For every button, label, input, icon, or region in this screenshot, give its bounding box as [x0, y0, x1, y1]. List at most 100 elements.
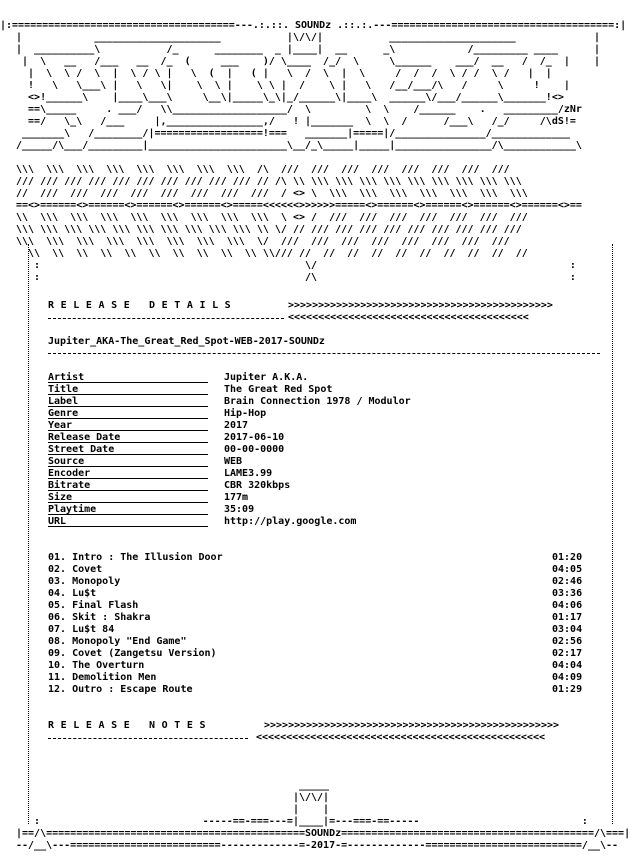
track-title: 06. Skit : Shakra: [48, 612, 151, 623]
zigzag-line: \\\ \\\ \\\ \\\ \\\ \\\ \\\ \\\ /\ /// /…: [16, 164, 510, 175]
crown-line: |\/\/|: [16, 792, 330, 803]
crown-line: | |: [16, 804, 330, 815]
track-duration: 01:20: [552, 552, 583, 563]
track-duration: 04:06: [552, 600, 583, 611]
field-value: LAME3.99: [224, 468, 273, 479]
field-label: Label: [48, 396, 208, 408]
track-title: 07. Lu$t 84: [48, 624, 115, 635]
track-title: 01. Intro : The Illusion Door: [48, 552, 223, 563]
track-title: 03. Monopoly: [48, 576, 121, 587]
crown-line: : -----==-===---=|____|=---===-==----- :: [16, 816, 588, 827]
field-label: Title: [48, 384, 208, 396]
logo-line: | _____________________ |\/\/| _________…: [16, 32, 600, 43]
track-title: 12. Outro : Escape Route: [48, 684, 193, 695]
field-label: Release Date: [48, 432, 208, 444]
logo-line: /_____/\___/_________|__________________…: [16, 140, 582, 151]
track-title: 05. Final Flash: [48, 600, 139, 611]
header-top-line: |:=====================================-…: [0, 20, 627, 31]
logo-line: | \ __ /___ __ /_ ( ___ )/ \____ /_/ \ \…: [16, 56, 600, 67]
logo-line: ! \ \___\ | \ \| \ \ | \ \ | / \ | \ /__…: [16, 80, 570, 91]
zigzag-line: /// /// /// /// /// /// /// /// /// /// …: [16, 176, 522, 187]
track-duration: 02:17: [552, 648, 583, 659]
field-leader: [48, 454, 208, 455]
field-leader: [48, 430, 208, 431]
zigzag-line: \\ \\ \\ \\ \\ \\ \\ \\ \\ \\ \\/// // /…: [16, 248, 528, 259]
footer-line: |==/\===================================…: [16, 828, 631, 839]
release-details-arrows-right: >>>>>>>>>>>>>>>>>>>>>>>>>>>>>>>>>>>>>>>>…: [288, 300, 553, 311]
field-value: 177m: [224, 492, 249, 503]
logo-line: ==\_____ . ___/ \\___________________/ \…: [16, 104, 582, 115]
track-title: 08. Monopoly "End Game": [48, 636, 187, 647]
heading-underline: [48, 318, 284, 319]
zigzag-line: // /// /// /// /// /// /// /// /// / <> …: [16, 188, 528, 199]
track-duration: 02:46: [552, 576, 583, 587]
logo-line: | \ \ / \ | \ / \ | \ ( | ( | \ / \ | \ …: [16, 68, 564, 79]
field-label: Size: [48, 492, 208, 504]
track-title: 10. The Overturn: [48, 660, 145, 671]
zigzag-line: \\\ \\\ \\\ \\\ \\\ \\\ \\\ \\\ \/ /// /…: [16, 236, 510, 247]
release-notes-arrows-right: >>>>>>>>>>>>>>>>>>>>>>>>>>>>>>>>>>>>>>>>…: [264, 720, 560, 731]
track-duration: 03:36: [552, 588, 583, 599]
release-details-arrows-left: <<<<<<<<<<<<<<<<<<<<<<<<<<<<<<<<<<<<<<<<: [288, 312, 529, 323]
field-label: Year: [48, 420, 208, 432]
footer-line: --/__\---=========================------…: [16, 840, 619, 851]
field-leader: [48, 382, 208, 383]
track-duration: 01:29: [552, 684, 583, 695]
field-leader: [48, 442, 208, 443]
track-title: 09. Covet (Zangetsu Version): [48, 648, 217, 659]
release-name: Jupiter_AKA-The_Great_Red_Spot-WEB-2017-…: [48, 336, 325, 347]
track-duration: 03:04: [552, 624, 583, 635]
logo-line: <>!______\ |____\___\ \__\|_____\_\|_/__…: [16, 92, 564, 103]
track-duration: 01:17: [552, 612, 583, 623]
release-notes-arrows-left: <<<<<<<<<<<<<<<<<<<<<<<<<<<<<<<<<<<<<<<<…: [256, 732, 545, 743]
field-value: Jupiter A.K.A.: [224, 372, 309, 383]
field-label: Encoder: [48, 468, 208, 480]
field-label: URL: [48, 516, 208, 528]
field-value: CBR 320kbps: [224, 480, 291, 491]
zigzag-line: : \/ :: [16, 260, 576, 271]
field-leader: [48, 490, 208, 491]
field-label: Artist: [48, 372, 208, 384]
field-label: Bitrate: [48, 480, 208, 492]
track-duration: 04:05: [552, 564, 583, 575]
track-title: 02. Covet: [48, 564, 103, 575]
field-leader: [48, 502, 208, 503]
field-leader: [48, 514, 208, 515]
track-duration: 02:56: [552, 636, 583, 647]
notes-underline: [48, 738, 248, 739]
right-border: [612, 244, 613, 824]
crown-line: _____: [16, 780, 330, 791]
field-label: Genre: [48, 408, 208, 420]
logo-line: ==/ \_\ /___ |,________________,/ ! |___…: [16, 116, 576, 127]
field-value: http://play.google.com: [224, 516, 357, 527]
field-value: The Great Red Spot: [224, 384, 333, 395]
field-leader: [48, 478, 208, 479]
track-title: 04. Lu$t: [48, 588, 97, 599]
zigzag-line: \\\ \\\ \\\ \\\ \\\ \\\ \\\ \\\ \\\ \\\ …: [16, 224, 522, 235]
field-leader: [48, 394, 208, 395]
zigzag-line: ==<>======<>======<>======<>======<>====…: [16, 200, 582, 211]
field-label: Playtime: [48, 504, 208, 516]
field-leader: [48, 466, 208, 467]
release-notes-heading: RELEASE NOTES: [48, 720, 213, 731]
zigzag-line: : /\ :: [16, 272, 576, 283]
field-value: 35:09: [224, 504, 255, 515]
track-title: 11. Demolition Men: [48, 672, 157, 683]
track-duration: 04:09: [552, 672, 583, 683]
field-value: Hip-Hop: [224, 408, 267, 419]
zigzag-line: \\ \\\ \\\ \\\ \\\ \\\ \\\ \\\ \\\ \ <> …: [16, 212, 528, 223]
logo-line: _______\ /________/|==================!=…: [16, 128, 570, 139]
field-leader: [48, 526, 208, 527]
field-label: Source: [48, 456, 208, 468]
field-leader: [48, 406, 208, 407]
field-value: 2017-06-10: [224, 432, 285, 443]
track-duration: 04:04: [552, 660, 583, 671]
field-value: 2017: [224, 420, 249, 431]
logo-line: | __________\ /_ ________ _ |____| __ _\…: [16, 44, 600, 55]
release-details-heading: RELEASE DETAILS: [48, 300, 238, 311]
field-value: WEB: [224, 456, 243, 467]
field-leader: [48, 418, 208, 419]
field-label: Street Date: [48, 444, 208, 456]
field-value: Brain Connection 1978 / Modulor: [224, 396, 411, 407]
